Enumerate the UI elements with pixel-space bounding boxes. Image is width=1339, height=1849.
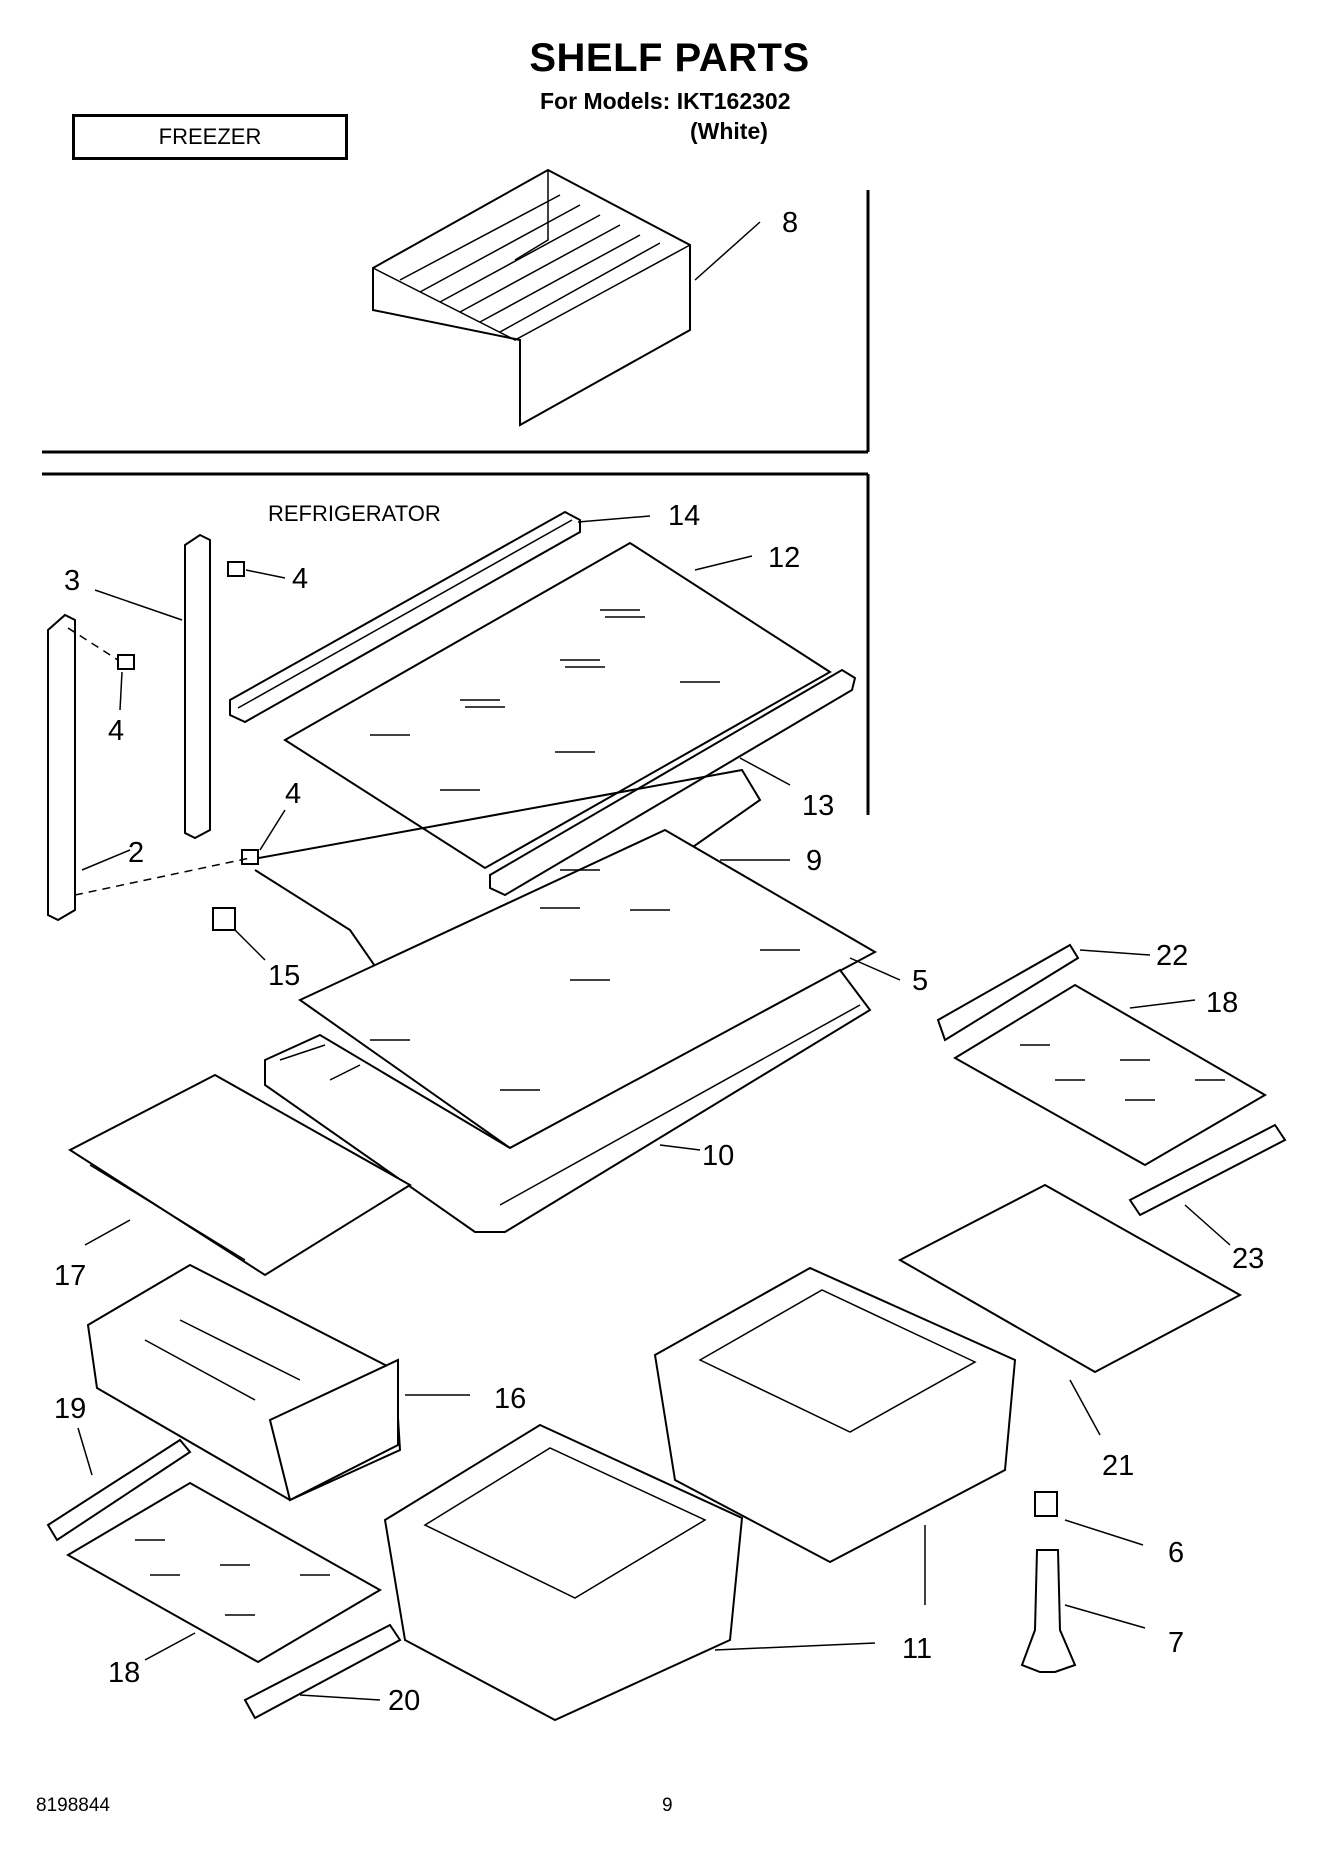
part-3-shelf-ladder — [184, 533, 211, 840]
part-11-crisper-drawer-right — [653, 1266, 1017, 1564]
callout-5: 5 — [912, 965, 928, 997]
part-18-glass-shelf-right — [953, 983, 1267, 1167]
part-15-shelf-stop — [212, 907, 236, 931]
freezer-frame — [42, 190, 870, 454]
part-22-shelf-trim — [936, 943, 1080, 1042]
callout-21: 21 — [1102, 1450, 1134, 1482]
document-number: 8198844 — [36, 1795, 110, 1816]
part-11-crisper-drawer-left — [383, 1423, 744, 1722]
part-7-leveler — [1020, 1549, 1077, 1673]
callout-15: 15 — [268, 960, 300, 992]
callout-14: 14 — [668, 500, 700, 532]
part-20-shelf-trim — [243, 1623, 402, 1720]
part-8-freezer-shelf — [372, 168, 691, 427]
callout-22: 22 — [1156, 940, 1188, 972]
callout-9: 9 — [806, 845, 822, 877]
callout-4-top: 4 — [292, 563, 308, 595]
models-line: For Models: IKT162302 — [540, 88, 791, 114]
callout-10: 10 — [702, 1140, 734, 1172]
leader-lines — [77, 221, 1231, 1701]
callout-19: 19 — [54, 1393, 86, 1425]
callout-4-bottom: 4 — [285, 778, 301, 810]
callout-8: 8 — [782, 207, 798, 239]
callouts: 8 14 12 3 4 4 4 13 2 9 15 5 22 18 10 17 … — [54, 207, 1264, 1717]
refrigerator-section-label: REFRIGERATOR — [268, 501, 441, 526]
callout-12: 12 — [768, 542, 800, 574]
callout-23: 23 — [1232, 1243, 1264, 1275]
part-14-shelf-trim — [229, 510, 581, 724]
callout-6: 6 — [1168, 1537, 1184, 1569]
callout-18-left: 18 — [108, 1657, 140, 1689]
part-18-glass-shelf-left — [65, 1481, 383, 1664]
callout-2: 2 — [128, 837, 144, 869]
part-10-crisper-cover-frame — [264, 968, 872, 1233]
callout-20: 20 — [388, 1685, 420, 1717]
page-number: 9 — [662, 1795, 673, 1816]
part-5-crisper-cover-glass — [298, 828, 878, 1150]
part-6-leveler-cap — [1034, 1491, 1058, 1517]
part-19-shelf-trim — [46, 1438, 192, 1542]
part-16-meat-drawer — [86, 1263, 402, 1502]
refrigerator-frame — [42, 472, 870, 815]
part-4-screws — [117, 561, 259, 865]
callout-16: 16 — [494, 1383, 526, 1415]
callout-17: 17 — [54, 1260, 86, 1292]
page-title: SHELF PARTS — [529, 36, 810, 80]
part-21-crisper-slide — [897, 1183, 1243, 1374]
callout-11: 11 — [902, 1633, 932, 1665]
callout-4-left: 4 — [108, 715, 124, 747]
part-12-glass-shelf — [283, 541, 832, 870]
callout-7: 7 — [1168, 1627, 1184, 1659]
part-17-crisper-slide — [68, 1073, 412, 1277]
callout-13: 13 — [802, 790, 834, 822]
part-23-shelf-trim — [1128, 1123, 1287, 1217]
callout-18-right: 18 — [1206, 987, 1238, 1019]
callout-3: 3 — [64, 565, 80, 597]
part-2-shelf-ladder — [47, 613, 76, 922]
freezer-section-label: FREEZER — [72, 114, 348, 160]
color-line: (White) — [690, 118, 768, 144]
